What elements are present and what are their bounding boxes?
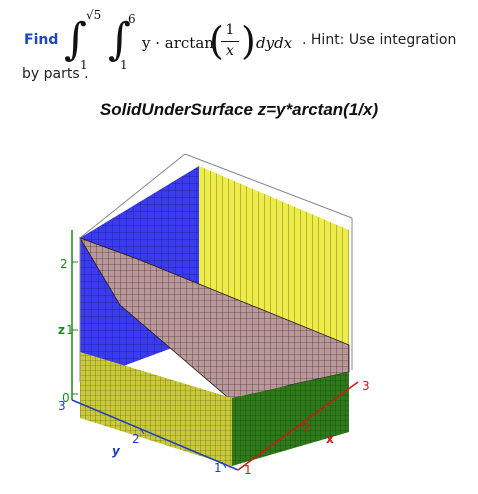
x-axis: 1 2 x 3 [237,379,370,477]
outer-lower-limit: 1 [80,58,88,72]
z-tick-2: 2 [60,257,68,271]
right-paren: ) [241,19,256,63]
x-tick-2: 2 [303,421,311,435]
outer-upper-limit: √5 [86,8,102,22]
surface-z-equals-y-arctan [79,237,350,402]
inner-integral-sign: ∫ [108,14,131,65]
y-axis: 3 2 y 1 [58,399,239,475]
hint-continuation: by parts . [22,66,89,82]
inner-upper-limit: 6 [128,12,136,26]
y-tick-3: 3 [58,399,66,413]
y-tick-2: 2 [132,432,140,446]
fraction-bar [221,41,239,42]
x-tick-1: 1 [244,463,252,477]
left-paren: ( [209,19,224,63]
find-label: Find [24,32,59,48]
z-axis-label: z [58,323,65,337]
y-axis-label: y [112,444,121,458]
plot-title: SolidUnderSurface z=y*arctan(1/x) [99,100,379,119]
fraction-denominator: x [226,43,234,59]
integrand-y-arctan: y · arctan [142,34,214,52]
floor-front-face [80,352,232,466]
differentials: dydx [256,34,293,52]
inner-lower-limit: 1 [120,58,128,72]
hint-text: . Hint: Use integration [302,32,457,48]
z-tick-1: 1 [66,323,74,337]
fraction-numerator: 1 [225,22,235,38]
bounding-box-back [79,153,353,239]
x-tick-3: 3 [362,379,370,393]
z-axis: 2 z 1 0 [58,230,78,405]
z-tick-0: 0 [62,391,70,405]
x-axis-label: x [326,432,334,446]
floor-right-face [232,372,349,466]
outer-integral-sign: ∫ [64,14,87,65]
bounding-box-front [79,218,353,382]
solid-under-surface-plot: 2 z 1 0 3 2 y 1 1 2 x 3 [58,153,370,477]
problem-statement: Find ∫ √5 1 ∫ 6 1 y · arctan ( 1 x ) dyd… [0,0,478,90]
y-tick-1: 1 [214,461,222,475]
